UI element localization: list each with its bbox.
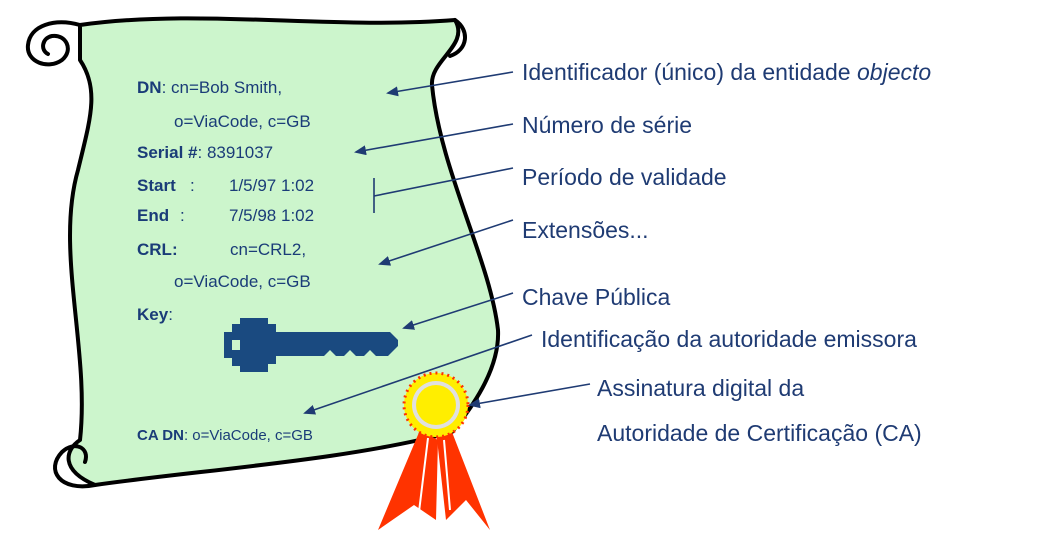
- annotation-public-key: Chave Pública: [522, 284, 671, 310]
- crl-value-line2: o=ViaCode, c=GB: [174, 272, 311, 291]
- annotation-serial-number: Número de série: [522, 112, 692, 138]
- key-label: Key: [137, 305, 169, 324]
- ribbon-left: [378, 430, 438, 530]
- arrow-public-key: [402, 292, 514, 330]
- dn-value-line2: o=ViaCode, c=GB: [174, 112, 311, 131]
- arrow-identifier: [386, 71, 514, 97]
- annotation-validity-period: Período de validade: [522, 164, 727, 190]
- scroll-bottom-curl: [53, 444, 97, 489]
- start-label: Start: [137, 176, 176, 195]
- key-colon: :: [168, 305, 173, 324]
- end-label: End: [137, 206, 169, 225]
- annotation-signature-line1: Assinatura digital da: [597, 375, 804, 401]
- key-icon: [224, 318, 398, 372]
- arrow-issuer: [303, 334, 533, 415]
- arrow-extensions: [378, 219, 514, 266]
- annotation-signature-line2: Autoridade de Certificação (CA): [597, 420, 922, 446]
- arrow-serial: [354, 123, 514, 156]
- annotation-identifier-text: Identificador (único) da entidade: [522, 59, 857, 85]
- start-date: 1/5/97 1:02: [229, 176, 314, 195]
- annotation-labels: Identificador (único) da entidade object…: [522, 59, 931, 446]
- annotation-identifier-italic: objecto: [857, 59, 931, 85]
- ribbon-fold: [417, 437, 451, 521]
- crl-label: CRL:: [137, 240, 178, 259]
- ca-dn-value: : o=ViaCode, c=GB: [184, 427, 313, 444]
- certificate-fields: DN: cn=Bob Smith, o=ViaCode, c=GB Serial…: [137, 78, 314, 444]
- scroll-top-curl: [25, 18, 467, 67]
- serial-value: : 8391037: [198, 143, 274, 162]
- ca-dn-label: CA DN: [137, 427, 184, 444]
- arrow-signature: [468, 383, 591, 409]
- annotation-extensions: Extensões...: [522, 217, 649, 243]
- seal-ribbon: [378, 430, 490, 530]
- seal-icon: [402, 371, 470, 439]
- start-value: :: [190, 176, 195, 195]
- end-date: 7/5/98 1:02: [229, 206, 314, 225]
- arrow-validity: [373, 167, 514, 197]
- ca-dn-field: CA DN: o=ViaCode, c=GB: [137, 427, 313, 444]
- crl-value-line1: cn=CRL2,: [230, 240, 306, 259]
- end-colon: :: [180, 206, 185, 225]
- dn-value-line1: : cn=Bob Smith,: [162, 78, 282, 97]
- dn-label: DN: [137, 78, 162, 97]
- serial-label: Serial #: [137, 143, 198, 162]
- key-field: Key:: [137, 305, 173, 324]
- dn-field: DN: cn=Bob Smith,: [137, 78, 282, 97]
- serial-field: Serial #: 8391037: [137, 143, 273, 162]
- annotation-identifier: Identificador (único) da entidade object…: [522, 59, 931, 85]
- annotation-arrows: [303, 71, 591, 415]
- annotation-issuer-id: Identificação da autoridade emissora: [541, 326, 917, 352]
